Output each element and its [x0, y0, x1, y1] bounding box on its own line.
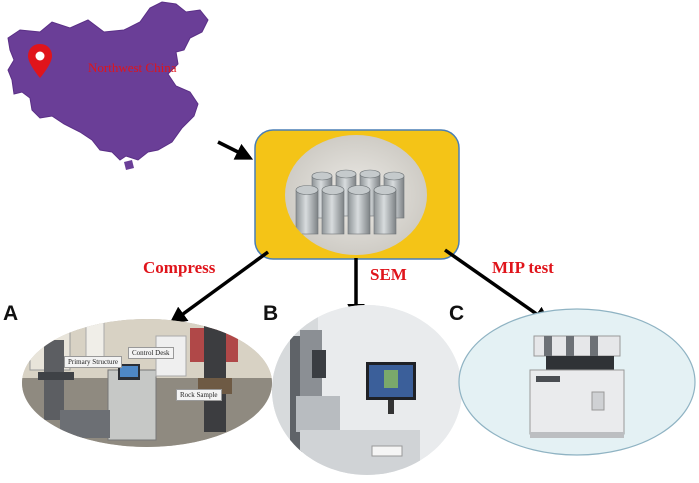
compress-arrow — [169, 250, 270, 325]
panel-a-photo — [22, 319, 272, 447]
panel-b-photo — [272, 305, 462, 475]
rock-samples-photo — [295, 169, 405, 235]
mip-instrument — [529, 335, 625, 438]
primary-structure-tag: Primary Structure — [64, 356, 122, 368]
sample-box — [254, 129, 460, 260]
compress-label: Compress — [143, 258, 216, 277]
china-map — [7, 1, 209, 170]
control-desk-tag: Control Desk — [128, 347, 174, 359]
sem-label: SEM — [370, 265, 407, 284]
china-map-shape — [7, 1, 209, 161]
mip-test-label: MIP test — [492, 258, 554, 277]
panel-b-letter: B — [263, 302, 279, 325]
panel-a-letter: A — [3, 302, 19, 325]
hainan-island — [124, 160, 134, 170]
panel-c-letter: C — [449, 302, 465, 325]
arrows — [169, 140, 551, 325]
map-to-sample-arrow — [217, 140, 254, 160]
region-label: Northwest China — [88, 60, 177, 75]
rock-sample-tag: Rock Sample — [176, 389, 222, 401]
mip-arrow — [443, 248, 551, 325]
panel-c-photo — [458, 308, 696, 456]
location-pin-icon — [28, 44, 52, 78]
